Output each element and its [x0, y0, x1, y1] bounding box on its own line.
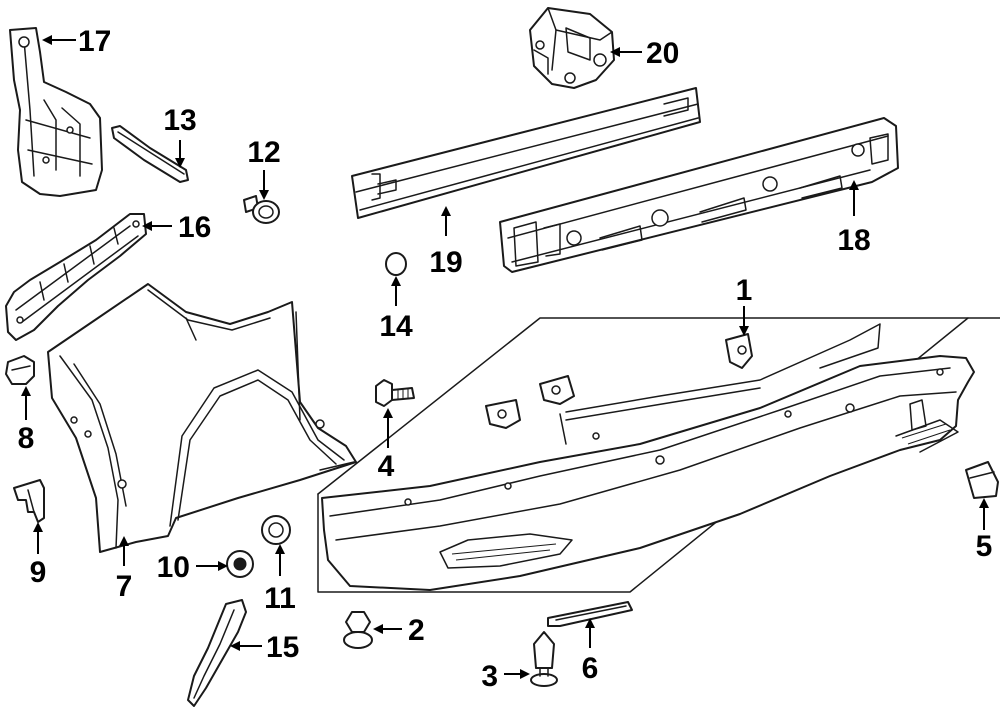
cover-bracket-b[interactable] [539, 375, 575, 405]
callout-3: 3 [481, 660, 498, 693]
callout-5: 5 [976, 530, 993, 563]
callout-17: 17 [78, 25, 111, 58]
callout-15: 15 [266, 631, 299, 664]
part-4-bolt[interactable] [375, 379, 415, 407]
callout-12: 12 [247, 136, 280, 169]
callout-4: 4 [378, 450, 395, 483]
part-18-energy-absorber[interactable] [499, 117, 899, 273]
part-11-clip[interactable] [261, 515, 291, 545]
callout-11: 11 [264, 582, 296, 615]
callout-20: 20 [646, 37, 679, 70]
part-19-reinforcement-beam[interactable] [351, 87, 701, 219]
callout-19: 19 [429, 246, 462, 279]
callout-18: 18 [837, 224, 870, 257]
part-10-grommet[interactable] [226, 550, 254, 578]
callout-6: 6 [582, 652, 599, 685]
part-5-corner-cap[interactable] [965, 461, 999, 499]
leader-lines [21, 35, 989, 679]
callout-9: 9 [30, 556, 47, 589]
callout-2: 2 [408, 614, 425, 647]
part-9-clip[interactable] [13, 479, 45, 523]
part-16-side-retainer[interactable] [5, 213, 147, 341]
part-1-bumper-cover[interactable] [317, 317, 1000, 593]
part-12-clip[interactable] [243, 195, 280, 224]
part-7-bumper-side[interactable] [47, 283, 357, 553]
callout-8: 8 [18, 422, 35, 455]
part-15-reflector[interactable] [187, 599, 247, 707]
callout-10: 10 [157, 551, 190, 584]
cover-bracket-a[interactable] [725, 333, 753, 369]
callout-16: 16 [178, 211, 211, 244]
callout-labels: 1 2 3 4 5 6 7 8 9 10 11 12 13 14 15 16 1… [18, 25, 993, 693]
part-14-plug[interactable] [385, 252, 407, 276]
part-20-bracket[interactable] [529, 7, 615, 89]
callout-7: 7 [116, 570, 133, 603]
callout-1: 1 [736, 274, 753, 307]
part-8-fastener[interactable] [5, 355, 35, 385]
part-3-push-pin[interactable] [530, 631, 558, 687]
callout-13: 13 [163, 104, 196, 137]
part-2-nut[interactable] [343, 611, 373, 649]
cover-bracket-c[interactable] [485, 399, 521, 429]
callout-14: 14 [379, 310, 413, 343]
part-13-trim-strip[interactable] [111, 125, 189, 183]
part-17-side-bracket[interactable] [9, 27, 103, 197]
part-6-trim-molding[interactable] [547, 601, 633, 627]
